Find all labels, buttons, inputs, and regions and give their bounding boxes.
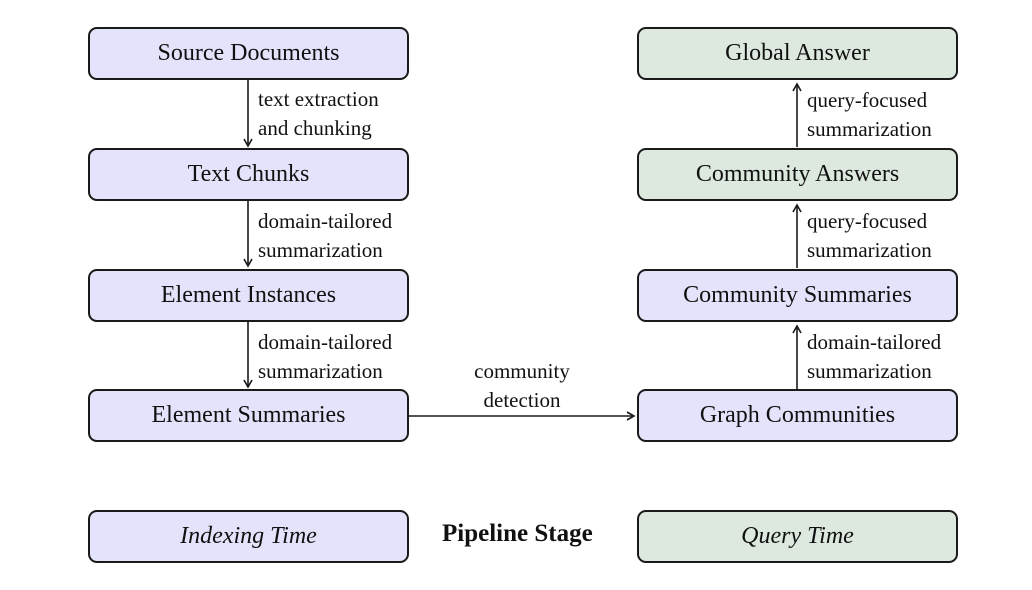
edge-label-line: domain-tailored <box>258 330 393 354</box>
edge-label-line: summarization <box>807 238 932 262</box>
node-community-summaries: Community Summaries <box>637 269 958 322</box>
node-label: Global Answer <box>725 40 870 66</box>
node-label: Community Answers <box>695 161 900 187</box>
edge-label-community-detection: community detection <box>442 357 602 415</box>
node-label: Graph Communities <box>699 402 896 428</box>
node-community-answers: Community Answers <box>637 148 958 201</box>
legend-indexing-time: Indexing Time <box>88 510 409 563</box>
edge-label-line: summarization <box>807 359 932 383</box>
edge-label-docs-to-chunks: text extraction and chunking <box>258 85 379 143</box>
edge-label-comm-answers-to-global: query-focused summarization <box>807 86 932 144</box>
edge-label-line: query-focused <box>807 88 928 112</box>
node-element-instances: Element Instances <box>88 269 409 322</box>
edge-label-chunks-to-instances: domain-tailored summarization <box>258 207 392 265</box>
edge-label-line: detection <box>483 388 561 412</box>
node-label: Element Instances <box>160 282 337 308</box>
node-label: Community Summaries <box>683 282 912 308</box>
node-global-answer: Global Answer <box>637 27 958 80</box>
node-label: Text Chunks <box>187 161 310 187</box>
edge-label-instances-to-summaries: domain-tailored summarization <box>258 328 392 386</box>
edge-label-line: summarization <box>258 359 383 383</box>
node-source-documents: Source Documents <box>88 27 409 80</box>
legend-label: Indexing Time <box>180 523 317 549</box>
node-graph-communities: Graph Communities <box>637 389 958 442</box>
legend-query-time: Query Time <box>637 510 958 563</box>
node-element-summaries: Element Summaries <box>88 389 409 442</box>
edge-label-line: summarization <box>807 117 932 141</box>
edge-label-line: domain-tailored <box>807 330 942 354</box>
node-label: Element Summaries <box>151 402 346 428</box>
edge-label-line: and chunking <box>258 116 372 140</box>
edge-label-line: query-focused <box>807 209 928 233</box>
edge-label-comm-summaries-to-comm-answers: query-focused summarization <box>807 207 932 265</box>
edge-label-line: domain-tailored <box>258 209 393 233</box>
edge-label-communities-to-comm-summaries: domain-tailored summarization <box>807 328 941 386</box>
edge-label-line: text extraction <box>258 87 379 111</box>
node-text-chunks: Text Chunks <box>88 148 409 201</box>
legend-pipeline-stage: Pipeline Stage <box>442 520 593 547</box>
edge-label-line: summarization <box>258 238 383 262</box>
edge-label-line: community <box>474 359 570 383</box>
legend-label: Query Time <box>741 523 854 549</box>
node-label: Source Documents <box>157 40 340 66</box>
